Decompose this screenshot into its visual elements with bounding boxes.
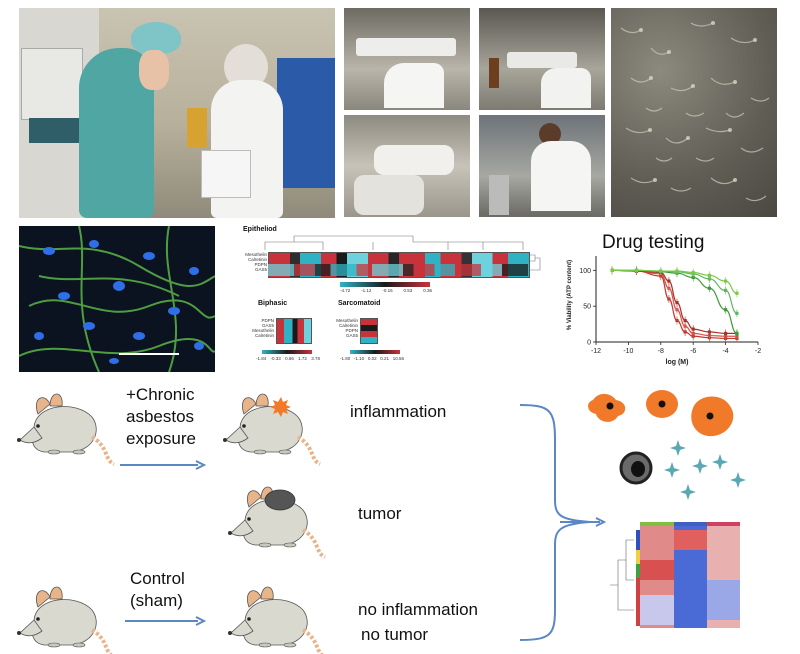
hood-photo-3 [344, 115, 470, 217]
drug-testing-ylabel: % Viability (ATP content) [567, 259, 573, 331]
control-label: Control (sham) [130, 569, 185, 610]
hood-photo-2 [479, 8, 605, 110]
x-tick-label: -8 [658, 348, 664, 355]
data-point [667, 297, 671, 301]
data-point [735, 291, 739, 295]
data-point [675, 308, 679, 312]
data-point [667, 286, 671, 290]
data-point [634, 268, 639, 272]
heatmap-epithelioid-scale [340, 282, 430, 287]
heatmap-biphasic-title: Biphasic [258, 300, 288, 307]
lab-photo [479, 115, 605, 217]
data-point [683, 324, 687, 328]
cell-culture-micrograph [611, 8, 777, 217]
y-tick-label: 50 [583, 304, 591, 311]
tumor-mass [264, 489, 296, 511]
outcome-no-tumor: no tumor [361, 625, 429, 644]
data-point [724, 279, 728, 283]
data-point [724, 308, 728, 312]
inflammation-spot [270, 397, 291, 417]
data-point [610, 268, 614, 272]
data-point [691, 270, 695, 275]
mouse-treated-start [15, 392, 116, 466]
expression-heatmap [610, 522, 740, 628]
hood-photo-1 [344, 8, 470, 110]
immunofluorescence-image [19, 226, 215, 372]
outcome-inflammation: inflammation [350, 402, 447, 421]
x-tick-label: -4 [722, 348, 728, 355]
chart-series [610, 266, 739, 343]
dendrogram-top [264, 235, 524, 250]
drug-testing-title: Drug testing [602, 232, 705, 253]
immune-stars [664, 440, 746, 500]
mouse-control-start [15, 585, 116, 654]
heatmap-sarcomatoid-scale [350, 350, 400, 354]
data-point [691, 327, 695, 331]
workflow-diagram [15, 390, 746, 654]
chart-axes: -12 -10 -8 -6 -4 -2 0 50 100 log (M) [579, 256, 761, 366]
outcome-no-inflammation: no inflammation [358, 600, 479, 619]
data-point [707, 273, 711, 277]
heatmap-biphasic-scale-labels: -1.84 -0.33 0.66 1.72 3.78 [256, 356, 320, 361]
y-tick-label: 100 [579, 268, 591, 275]
series-line-3 [612, 269, 737, 334]
cell-texture [620, 21, 770, 202]
heatmap-epithelioid-genes: Mesothelin Calretinin PDPN GAS5 [245, 252, 267, 272]
data-point [735, 311, 739, 315]
heatmap-sarcomatoid-grid [360, 318, 378, 344]
dendrogram-side [530, 254, 541, 271]
heatmap-biphasic-genes: PDPN GAS5 Mesothelin Calretinin [252, 318, 274, 338]
outcome-tumor: tumor [358, 504, 402, 523]
data-point [675, 318, 679, 323]
surgery-photo [19, 8, 335, 218]
mouse-control-end [226, 585, 327, 654]
drug-testing-chart: -12 -10 -8 -6 -4 -2 0 50 100 log (M) [579, 256, 761, 366]
y-tick-label: 0 [587, 340, 591, 347]
data-point [675, 300, 679, 305]
heatmap-epithelioid-scale-labels: -4.72 -1.12 -0.16 0.53 0.36 [340, 288, 432, 293]
data-point [691, 331, 695, 335]
mouse-inflammation [221, 392, 322, 466]
heatmap-sarcomatoid-scale-labels: -1.80 -1.10 0.02 0.21 10.56 [340, 356, 404, 361]
data-point [675, 269, 679, 273]
x-tick-label: -10 [623, 348, 633, 355]
x-tick-label: -2 [755, 348, 761, 355]
data-point [724, 288, 728, 292]
data-point [659, 269, 663, 273]
series-line-4 [612, 269, 738, 334]
x-axis-label: log (M) [666, 359, 689, 366]
bracket-arrow [595, 517, 607, 527]
fluorescence-texture [19, 226, 215, 372]
data-point [707, 330, 711, 334]
data-point [683, 318, 687, 323]
data-point [683, 330, 687, 334]
heatmap-epithelioid-title: Epitheliod [243, 226, 277, 233]
data-point [724, 331, 728, 335]
treatment-label: +Chronic asbestos exposure [126, 385, 196, 448]
tumor-cells [588, 390, 734, 485]
heatmap-biphasic-grid [276, 318, 312, 344]
data-point [707, 286, 711, 290]
x-tick-label: -6 [690, 348, 696, 355]
series-line-1 [612, 269, 737, 340]
heatmap-sarcomatoid-title: Sarcomatoid [338, 300, 381, 307]
data-point [735, 331, 739, 335]
series-line-2 [612, 269, 737, 337]
heatmap-sarcomatoid-genes: Mesothelin Calretinin PDPN GAS5 [336, 318, 358, 338]
data-point [667, 279, 671, 283]
heatmap-epithelioid-overlay [268, 264, 528, 276]
series-line-6 [612, 269, 738, 294]
heatmap-biphasic-scale [262, 350, 312, 354]
x-tick-label: -12 [591, 348, 601, 355]
